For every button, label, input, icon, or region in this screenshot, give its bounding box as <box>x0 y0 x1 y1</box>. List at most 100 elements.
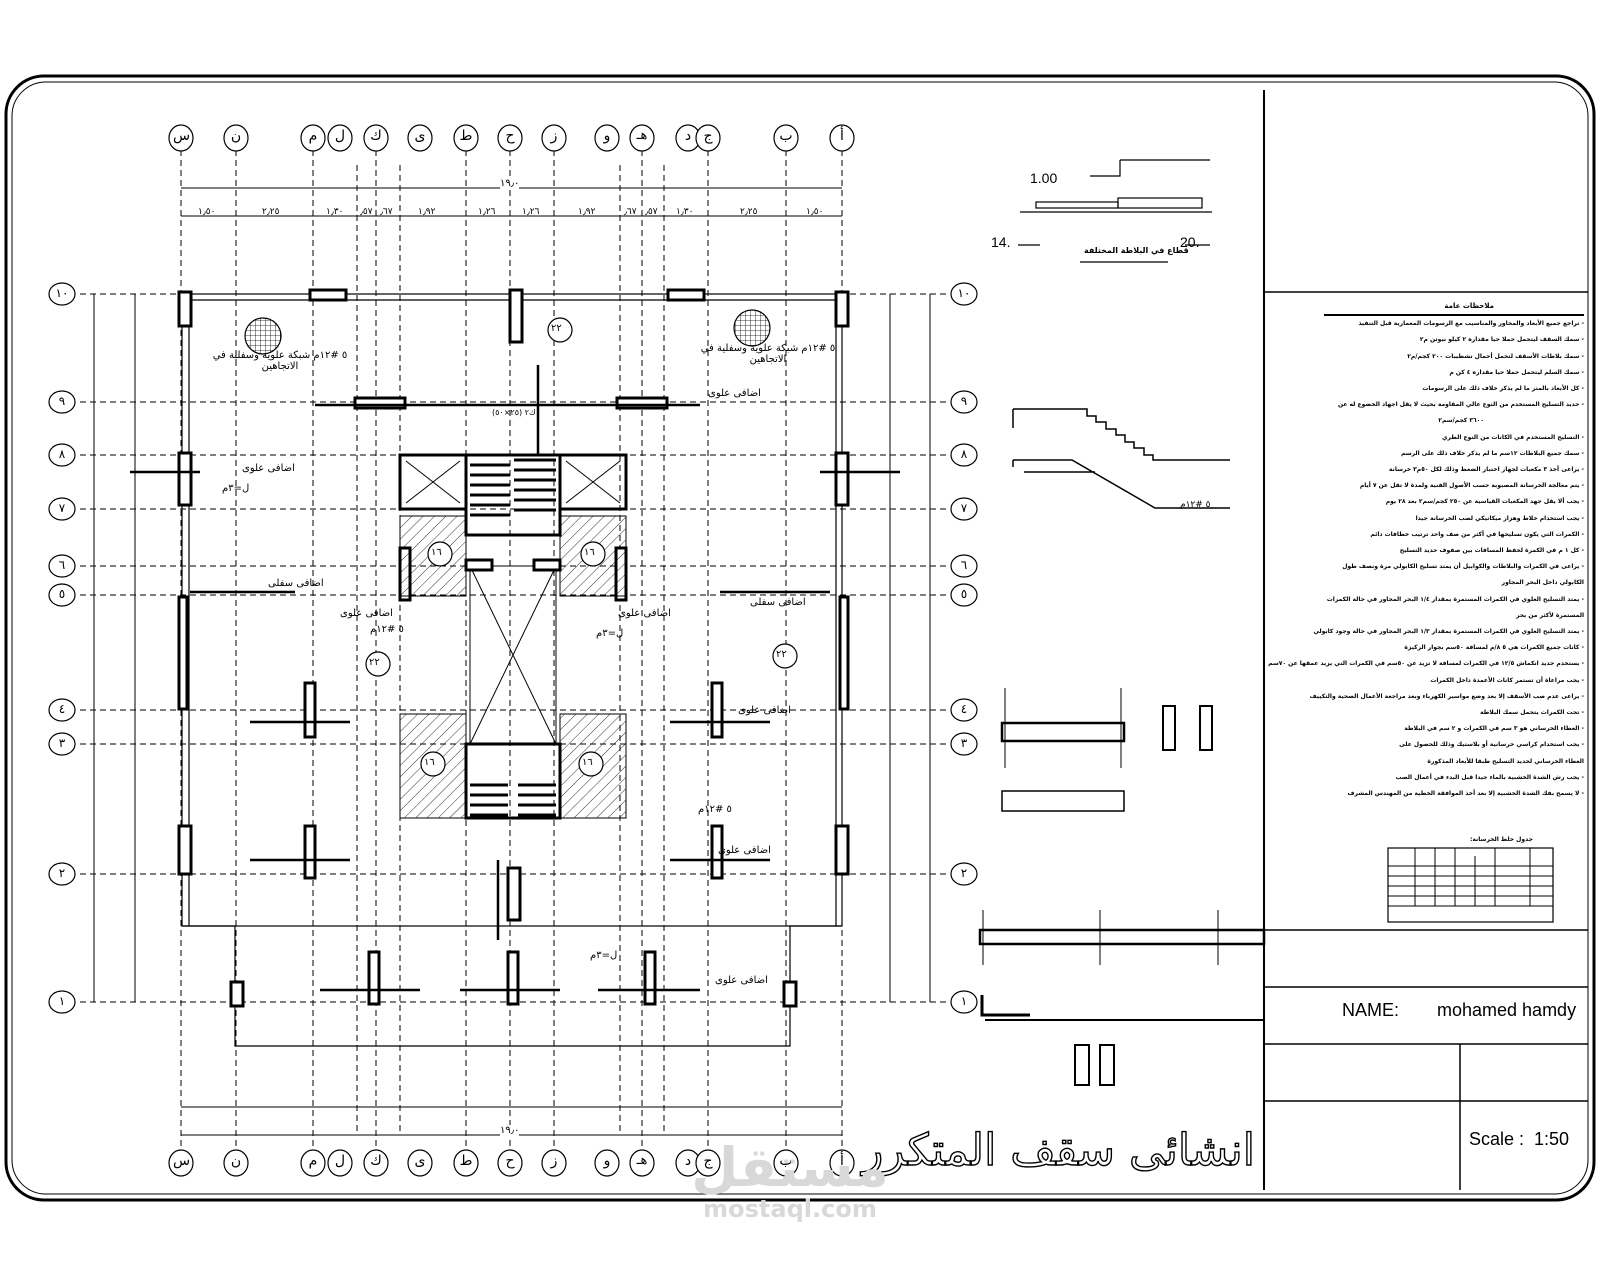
axis-label-bottom: ب <box>779 1153 793 1169</box>
note-line: الكابولي داخل البحر المجاور <box>1501 579 1584 587</box>
title-block <box>1263 90 1588 1190</box>
axis-label-bottom: ك <box>370 1153 382 1169</box>
note-line: - كانات جميع الكمرات هي ٥ ٨/م لمسافة ٥٠س… <box>1404 644 1584 652</box>
axis-label-top: ل <box>334 128 346 144</box>
rebar-label: ٥ #١٢م <box>698 804 732 815</box>
dim-top: ٫٦٧ <box>380 207 393 217</box>
note-line: - يجب ألا يقل جهد المكعبات القياسية عن ٢… <box>1385 498 1584 506</box>
axis-label-left: ٨ <box>58 447 66 461</box>
note-line: - يمتد التسليح العلوي في الكمرات المستمر… <box>1313 628 1584 636</box>
axis-label-right: ٣ <box>960 736 968 750</box>
axis-label-top: أ <box>840 128 844 144</box>
dim-top: ١٫٢٦ <box>522 207 540 217</box>
length-label: ل=٣م <box>222 483 250 494</box>
axis-label-bottom: م <box>308 1153 318 1169</box>
dim-top: ٢٫٢٥ <box>740 207 758 217</box>
grid-axes-right <box>950 282 978 1014</box>
axis-label-top: ك <box>370 128 382 144</box>
note-line: - سمك جميع البلاطات ١٢سم ما لم يذكر خلاف… <box>1401 449 1584 457</box>
dim-top: ١٫٩٢ <box>418 207 436 217</box>
grid-axes-top <box>168 124 855 152</box>
name-label: NAME: <box>1342 1000 1400 1020</box>
axis-label-top: ز <box>550 128 558 144</box>
axis-label-bottom: أ <box>840 1153 844 1169</box>
scale-label: Scale : <box>1469 1129 1525 1149</box>
note-line: - يراعى عدم صب الأسقف إلا بعد وضع مواسير… <box>1309 692 1584 700</box>
note-line: - كل ١ م في الكمرة لحفظ المسافات بين صفو… <box>1399 547 1584 555</box>
overall-width-dim: ١٩٫٠ <box>500 1125 520 1136</box>
designer-name: mohamed hamdy <box>1437 1000 1577 1020</box>
top-extra-label: اضافى علوى <box>340 608 393 619</box>
dim-top: ١٫٢٦ <box>478 207 496 217</box>
axis-label-top: ح <box>505 128 515 144</box>
inner-border <box>11 81 1589 1195</box>
dim-top: ٢٫٢٥ <box>262 207 280 217</box>
note-line: - يجب مراعاة أن تستمر كانات الأعمدة داخل… <box>1430 676 1584 684</box>
note-line: - التسليح المستخدم في الكانات من النوع ا… <box>1442 433 1584 441</box>
axis-label-top: د <box>684 128 692 144</box>
rebar-label: ٥ #١٢م <box>370 624 404 635</box>
note-line: الغطاء الخرساني لحديد التسليح طبقا للأبع… <box>1427 757 1584 765</box>
note-line: - تراجع جميع الأبعاد والمحاور والمناسيب … <box>1358 320 1584 328</box>
axis-label-left: ٦ <box>58 558 66 572</box>
mesh-note: ٥ #١٢م شبكة علوية وسفلية في الاتجاهين <box>212 350 348 372</box>
axis-label-top: ط <box>459 128 473 144</box>
axis-label-top: ب <box>779 128 793 144</box>
mix-table-title: جدول خلط الخرسانة: <box>1470 836 1533 843</box>
note-line: - لا يسمح بفك الشدة الخشبية إلا بعد أخذ … <box>1347 790 1585 798</box>
bottom-extra-label: اضافى سفلى <box>750 597 806 608</box>
note-line: ٣٦٠٠ كجم/سم٢ <box>1438 417 1484 425</box>
dim-20: 20. <box>1180 234 1200 250</box>
note-line: - يستخدم حديد انكماش ١٢/٥ في الكمرات لمس… <box>1268 660 1584 668</box>
axis-label-bottom: ل <box>334 1153 346 1169</box>
note-line: - كل الأبعاد بالمتر ما لم يذكر خلاف ذلك … <box>1422 385 1584 393</box>
top-extra-label: اضافى علوى <box>738 705 791 716</box>
overall-width-dim: ١٩٫٠ <box>500 178 520 189</box>
stair-detail <box>1012 408 1230 509</box>
axis-label-left: ١٠ <box>55 286 69 300</box>
note-line: - يجب رش الشدة الخشبية بالماء جيدا قبل ا… <box>1395 773 1584 781</box>
slab-step-caption: قطاع في البلاطة المختلفة <box>1084 246 1189 255</box>
note-line: - الكمرات التي يكون تسليحها في أكثر من ص… <box>1370 530 1584 538</box>
axis-label-left: ٥ <box>58 587 66 601</box>
top-extra-label: اضافى علوى <box>242 463 295 474</box>
beam-detail-2 <box>978 910 1266 1086</box>
axis-label-left: ١ <box>58 994 66 1008</box>
top-extra-label: اضافى علوى <box>618 608 671 619</box>
dim-top: ٫٦٧ <box>624 207 637 217</box>
axis-label-left: ٢ <box>58 866 66 880</box>
note-line: - سمك بلاطات الأسقف لتحمل أحمال تشطيبات … <box>1407 352 1584 360</box>
dim-top: ١٫٣٠ <box>326 207 344 217</box>
note-line: - يجب استخدام خلاط وهزاز ميكانيكي لصب ال… <box>1415 514 1584 522</box>
slab-mark: ٢٢ <box>776 649 787 660</box>
general-notes: ملاحظات عامة - تراجع جميع الأبعاد والمحا… <box>1266 298 1584 802</box>
beam-detail-1 <box>1000 688 1213 812</box>
note-line: المستمرة لأكثر من بحر <box>1515 611 1584 619</box>
mix-table <box>1387 847 1554 923</box>
axis-label-top: هـ <box>636 128 648 143</box>
dim-top: ١٫٥٠ <box>198 207 216 217</box>
slab-step-detail <box>1018 159 1212 263</box>
dim-top: ٫٥٧ <box>645 207 658 217</box>
notes-heading: ملاحظات عامة <box>1324 298 1584 317</box>
axis-label-right: ٩ <box>960 394 968 408</box>
dim-top: ١٫٣٠ <box>676 207 694 217</box>
note-line: - يمتد التسليح العلوي في الكمرات المستمر… <box>1326 595 1584 603</box>
drawing-title: انشائى سقف المتكرر <box>861 1124 1255 1176</box>
note-line: - يتم معالجة الخرسانة المصبوبة حسب الأصو… <box>1359 482 1584 490</box>
axis-label-bottom: ن <box>230 1153 242 1169</box>
slab-mark: ٢٢ <box>551 323 562 334</box>
axis-label-right: ٤ <box>960 702 968 716</box>
axis-label-top: ى <box>414 128 426 144</box>
length-label: ل=٣م <box>590 950 618 961</box>
axis-label-top: س <box>173 128 191 144</box>
note-line: - يراعى في الكمرات والبلاطات والكوابيل أ… <box>1342 563 1584 571</box>
top-extra-label: اضافى علوى <box>718 845 771 856</box>
note-line: - تحت الكمرات يتحمل سمك البلاطة <box>1479 709 1584 717</box>
axis-label-right: ٨ <box>960 447 968 461</box>
top-extra-label: اضافى علوى <box>708 388 761 399</box>
axis-label-right: ٦ <box>960 558 968 572</box>
slab-mark: ١٦ <box>424 757 435 768</box>
